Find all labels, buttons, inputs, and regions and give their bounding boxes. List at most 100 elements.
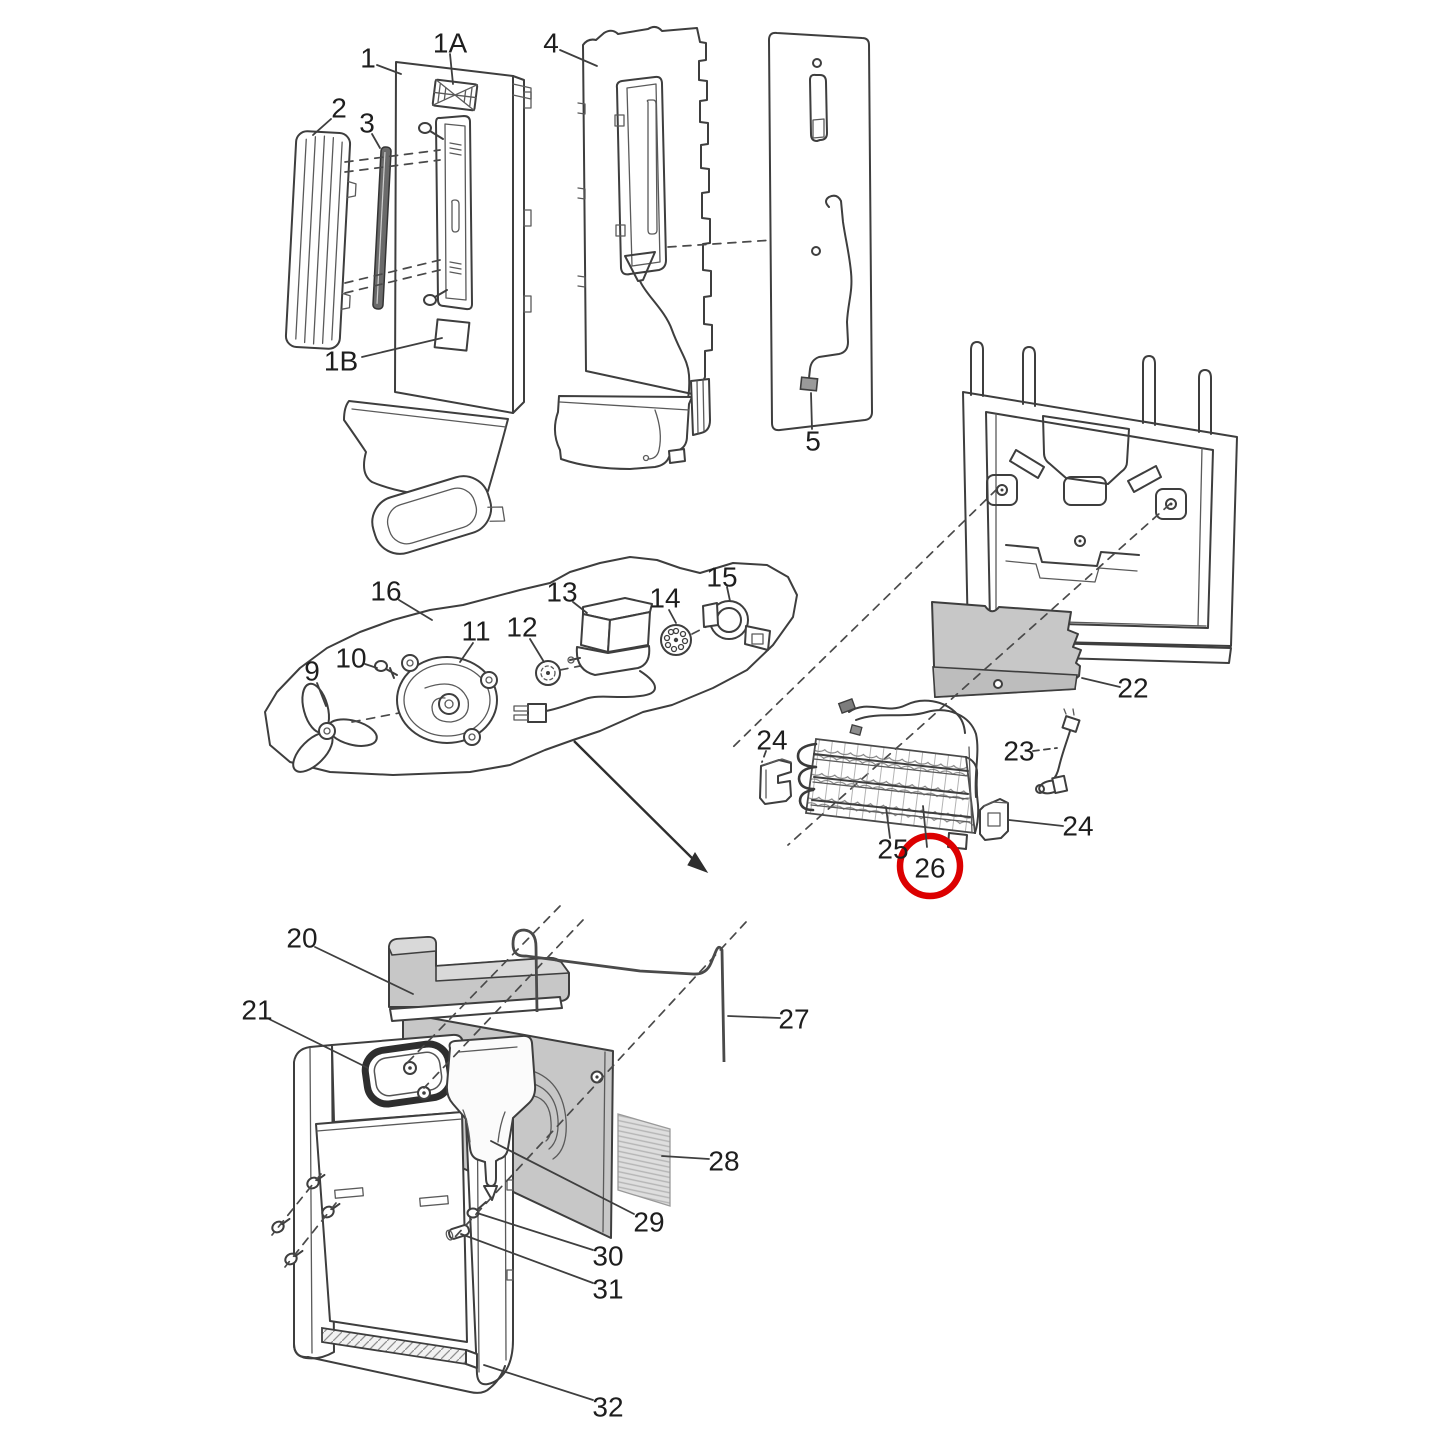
- part-22-deflector-plate: [931, 601, 1082, 698]
- part-16-harness-group: [264, 556, 798, 776]
- part-label-3: 3: [359, 108, 381, 149]
- part-label-1: 1: [360, 43, 402, 75]
- part-label-1B: 1B: [324, 337, 443, 377]
- leader-line-1A: [449, 53, 454, 85]
- part-number-15: 15: [706, 562, 737, 593]
- leader-line-15: [726, 586, 731, 602]
- part-label-26: 26: [914, 805, 946, 884]
- part-number-31: 31: [592, 1274, 623, 1305]
- part-number-24a: 24: [756, 725, 787, 756]
- part-number-26: 26: [914, 853, 945, 884]
- part-number-1: 1: [360, 43, 376, 74]
- part-number-13: 13: [546, 577, 577, 608]
- leader-line-13: [572, 601, 588, 614]
- part-1A-grille: [431, 78, 479, 112]
- part-number-10: 10: [335, 643, 366, 674]
- part-5-thermostat-cover: [768, 31, 873, 432]
- part-number-1A: 1A: [433, 28, 468, 59]
- leader-line-24a: [761, 750, 767, 763]
- part-number-20: 20: [286, 923, 317, 954]
- leader-line-29: [490, 1140, 635, 1215]
- part-2-cover: [284, 130, 357, 350]
- part-24-bracket-right: [979, 798, 1009, 841]
- part-number-27: 27: [778, 1004, 809, 1035]
- part-4-evaporator-cover: [554, 25, 713, 470]
- part-number-11: 11: [461, 616, 490, 647]
- part-9-fan-blade: [292, 682, 378, 773]
- part-label-1A: 1A: [433, 28, 468, 85]
- part-number-12: 12: [506, 612, 537, 643]
- part-label-32: 32: [483, 1364, 624, 1423]
- part-3-strip: [372, 146, 392, 310]
- part-25-evaporator: [796, 698, 980, 850]
- part-15-clamp: [702, 600, 771, 651]
- leader-line-20: [314, 946, 414, 995]
- leader-line-24b: [1008, 819, 1064, 827]
- flow-arrow: [573, 740, 709, 873]
- part-1B-sticker: [433, 318, 471, 352]
- leader-line-32: [483, 1364, 594, 1401]
- leader-line-10: [364, 663, 378, 669]
- leader-line-1B: [361, 337, 443, 358]
- part-label-31: 31: [460, 1233, 624, 1305]
- rear-liner-panel: [962, 341, 1238, 664]
- part-27-wire-bracket: [511, 928, 726, 1063]
- drain-funnel: [445, 1034, 537, 1201]
- part-number-2: 2: [331, 93, 347, 124]
- sensor-connector: [799, 376, 819, 392]
- part-label-2: 2: [312, 93, 347, 136]
- part-11-fan-motor: [396, 654, 498, 746]
- part-1-air-duct-panel: [343, 61, 532, 555]
- part-label-4: 4: [543, 28, 598, 67]
- part-label-16: 16: [370, 576, 433, 621]
- leader-line-11: [459, 642, 474, 663]
- part-number-28: 28: [708, 1146, 739, 1177]
- part-label-21: 21: [241, 995, 369, 1069]
- part-label-11: 11: [459, 616, 491, 663]
- part-20-air-duct: [388, 936, 570, 1022]
- part-number-9: 9: [304, 656, 320, 687]
- part-label-30: 30: [476, 1212, 624, 1272]
- part-label-29: 29: [490, 1140, 665, 1238]
- mounting-screws-left: [271, 1173, 341, 1266]
- part-label-13: 13: [546, 577, 588, 614]
- part-label-20: 20: [286, 923, 414, 995]
- alignment-dashes-2-to-1: [344, 149, 441, 294]
- leader-line-14: [668, 609, 677, 624]
- part-label-25: 25: [877, 806, 909, 865]
- part-label-24b: 24: [1008, 811, 1094, 842]
- part-number-14: 14: [649, 583, 680, 614]
- part-label-14: 14: [649, 583, 681, 624]
- evaporator-wires: [837, 698, 979, 798]
- screw-icon: [418, 122, 444, 140]
- part-number-23: 23: [1003, 736, 1034, 767]
- part-label-15: 15: [706, 562, 738, 602]
- part-10-screw: [374, 660, 398, 679]
- part-number-24b: 24: [1062, 811, 1093, 842]
- highlight-circle-26: [896, 832, 964, 900]
- part-label-10: 10: [335, 643, 378, 674]
- part-24-bracket-left: [759, 758, 792, 805]
- leader-line-9: [316, 682, 327, 707]
- part-13-timer-motor: [513, 597, 656, 723]
- part-number-16: 16: [370, 576, 401, 607]
- leader-line-5: [810, 392, 813, 430]
- part-number-1B: 1B: [324, 346, 358, 377]
- part-label-27: 27: [727, 1004, 810, 1035]
- part-label-23: 23: [1003, 736, 1058, 767]
- part-number-5: 5: [805, 426, 821, 457]
- part-number-29: 29: [633, 1207, 664, 1238]
- leader-line-12: [529, 638, 545, 663]
- lower-duct-assembly: [271, 905, 747, 1394]
- part-14-fan-nut: [660, 624, 692, 656]
- part-28-insulation: [617, 1113, 671, 1207]
- part-number-30: 30: [592, 1241, 623, 1272]
- leader-line-16: [398, 599, 433, 621]
- leader-line-30: [476, 1212, 594, 1251]
- leader-line-22: [1081, 677, 1121, 688]
- leader-line-31: [460, 1233, 594, 1284]
- part-number-22: 22: [1117, 673, 1148, 704]
